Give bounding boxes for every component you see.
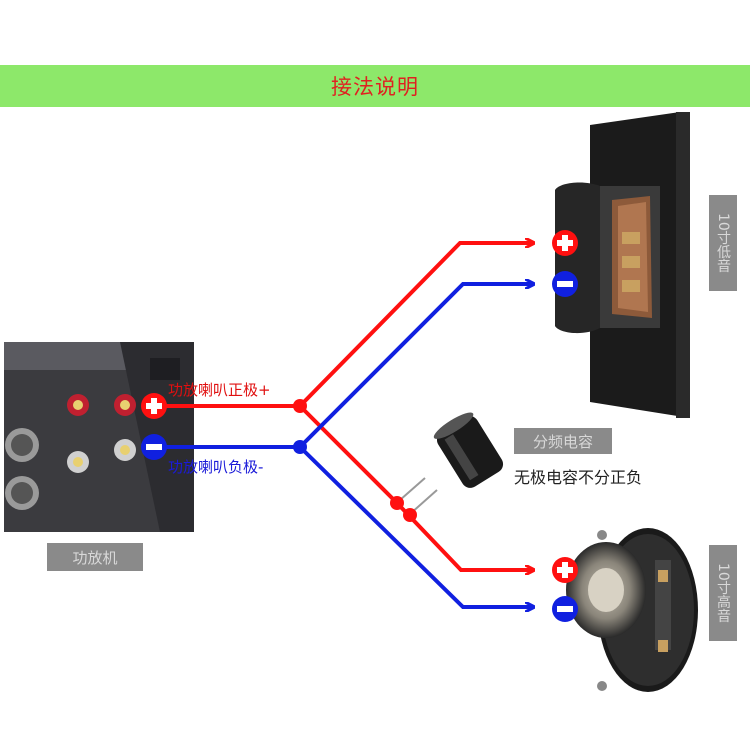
tweeter-tag: 10寸高音 — [709, 545, 737, 641]
page-title: 接法说明 — [331, 75, 419, 99]
capacitor-tag: 分频电容 — [514, 428, 612, 454]
negative-wire-label: 功放喇叭负极- — [168, 458, 264, 476]
tweeter-speaker-photo — [566, 528, 698, 692]
capacitor-lead-positive — [390, 496, 404, 510]
capacitor-photo — [399, 412, 504, 515]
minus-terminal-icon — [141, 434, 167, 460]
plus-terminal-icon — [552, 230, 578, 256]
positive-junction — [293, 399, 307, 413]
negative-wires — [160, 284, 533, 607]
negative-junction — [293, 440, 307, 454]
title-bar: 接法说明 — [0, 65, 750, 107]
minus-terminal-icon — [552, 596, 578, 622]
plus-terminal-icon — [141, 393, 167, 419]
woofer-speaker-photo — [555, 112, 690, 418]
minus-terminal-icon — [552, 271, 578, 297]
positive-wire-label: 功放喇叭正极+ — [168, 381, 271, 399]
plus-terminal-icon — [552, 557, 578, 583]
amplifier-photo — [4, 342, 194, 532]
capacitor-lead-negative — [403, 508, 417, 522]
amplifier-tag: 功放机 — [47, 543, 143, 571]
capacitor-note: 无极电容不分正负 — [514, 468, 643, 487]
woofer-tag: 10寸低音 — [709, 195, 737, 291]
positive-wires — [160, 243, 533, 570]
